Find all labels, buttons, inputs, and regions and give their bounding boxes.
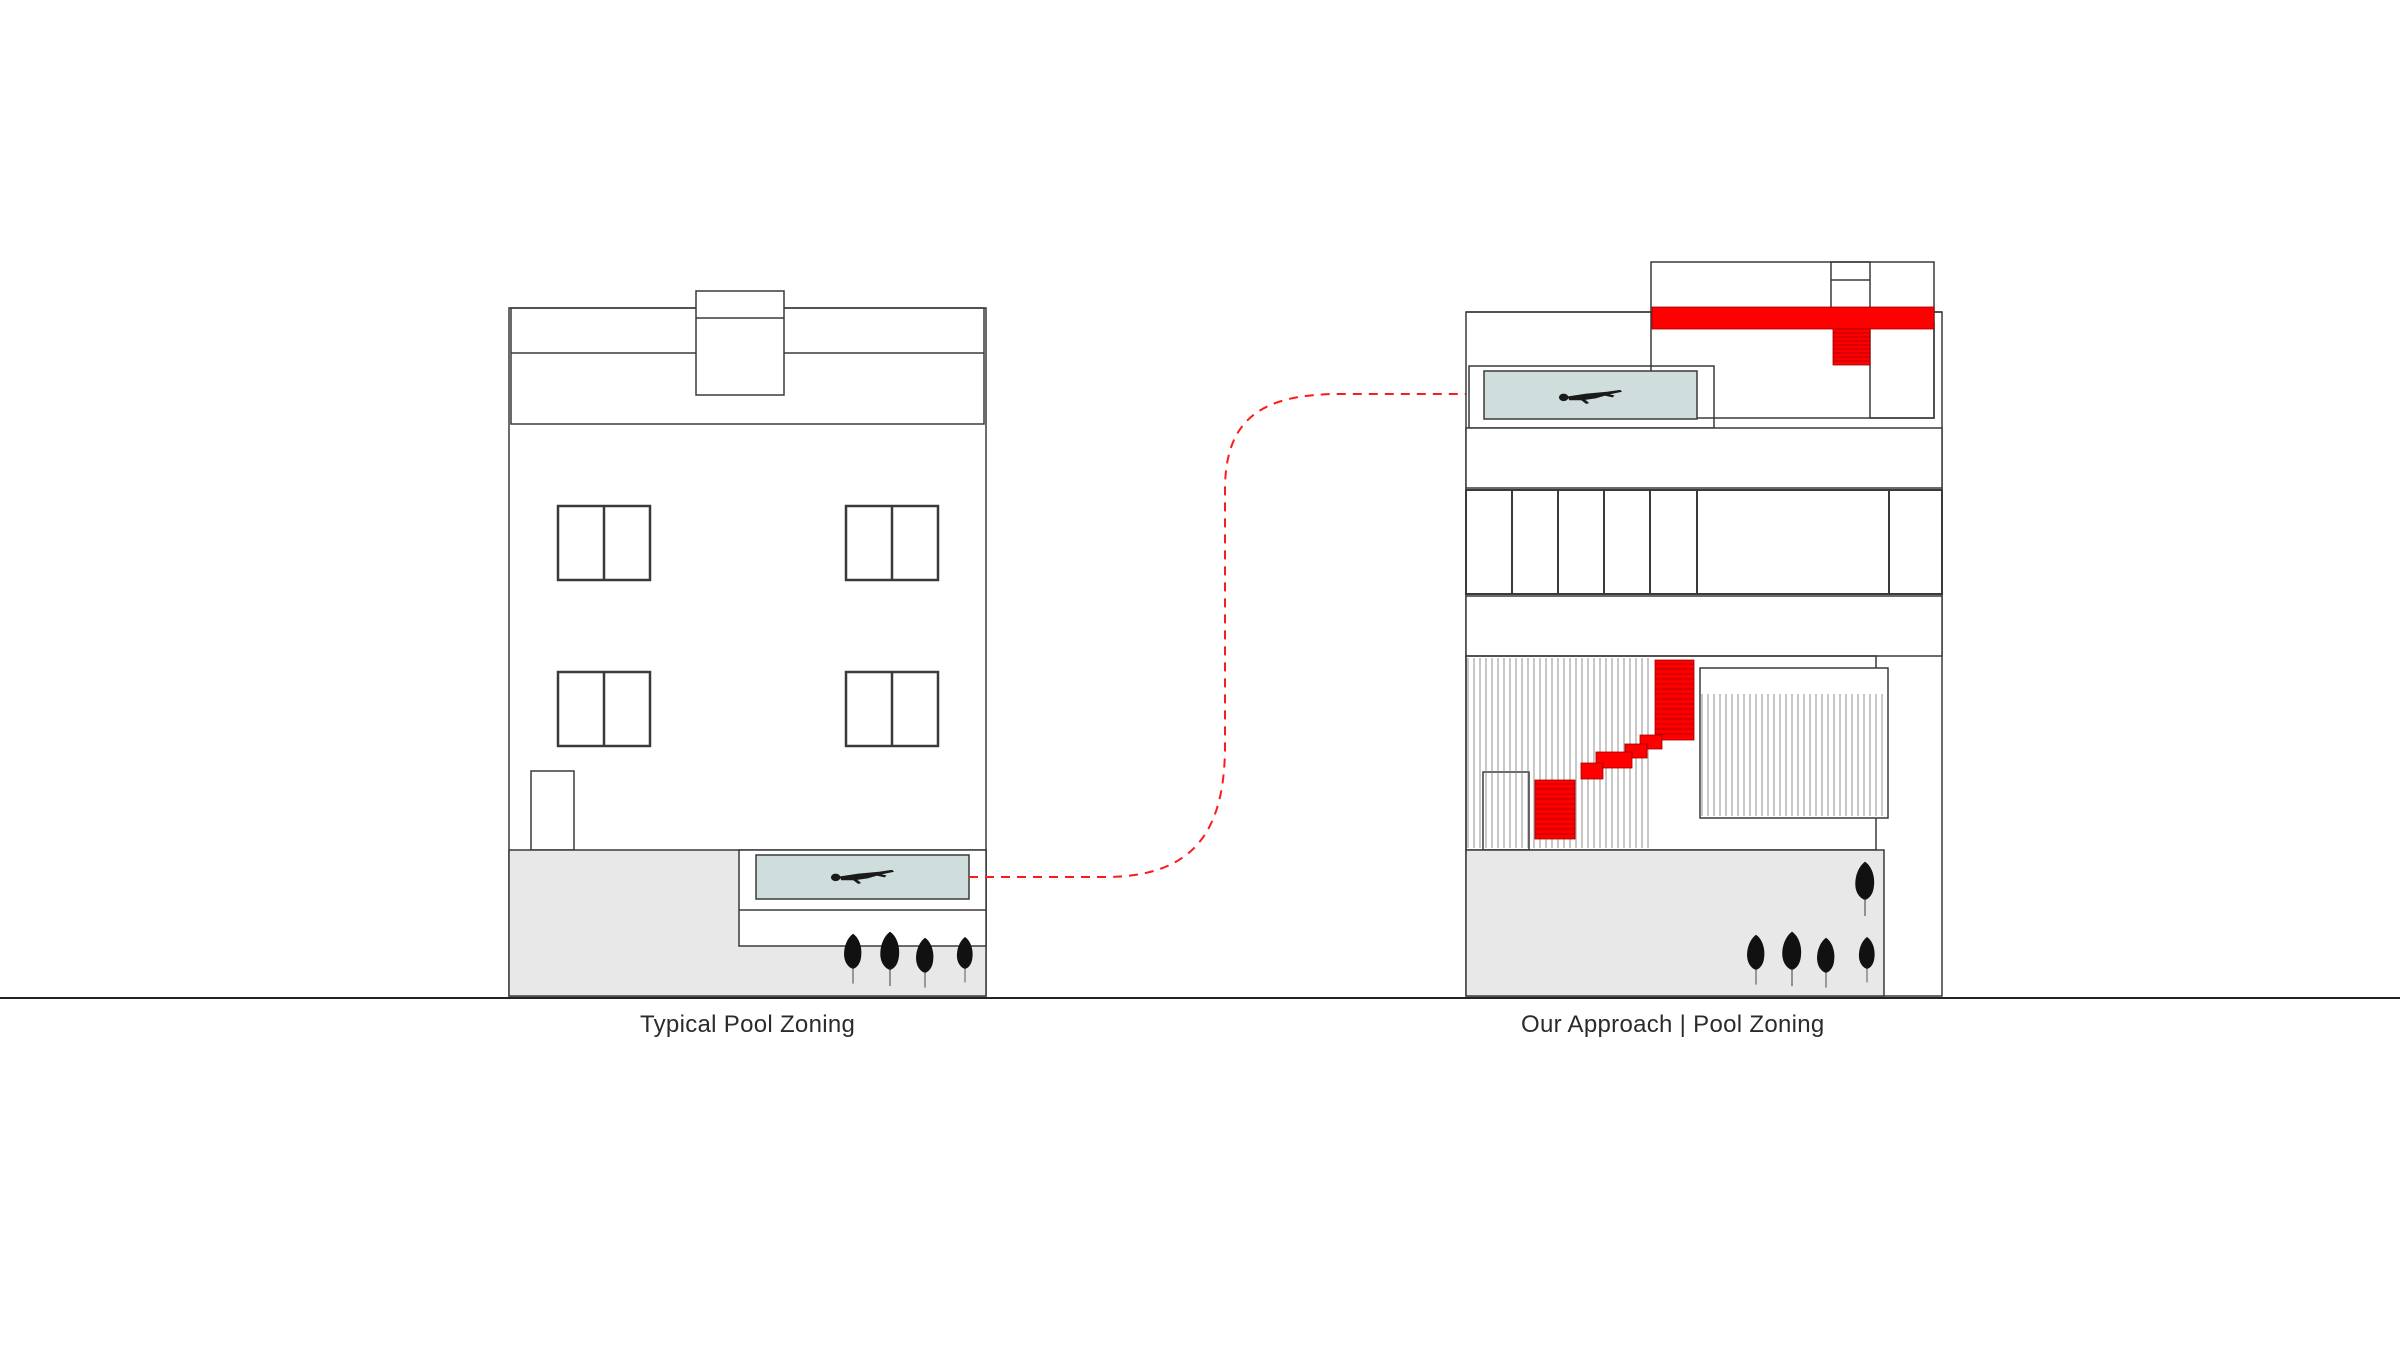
approach-ground-zone <box>1465 849 1885 997</box>
approach-red-elements <box>1534 306 1935 840</box>
typical-window <box>844 670 940 748</box>
approach-roof-red-stair <box>1832 328 1871 366</box>
typical-window <box>556 504 652 582</box>
typical-window <box>556 670 652 748</box>
approach-slab <box>1465 427 1943 489</box>
approach-rooftop-block <box>1650 261 1935 419</box>
typical-pool-zoning-caption: Typical Pool Zoning <box>640 1011 856 1038</box>
pool-relocation-connector <box>969 393 1485 878</box>
approach-slab <box>1465 595 1943 657</box>
approach-glazing-band <box>1465 489 1943 595</box>
approach-pool-zoning-caption: Our Approach | Pool Zoning <box>1521 1011 1825 1038</box>
approach-lower-box <box>1699 667 1889 819</box>
typical-building <box>508 290 987 997</box>
typical-window <box>844 504 940 582</box>
approach-roof-red-beam <box>1651 306 1935 330</box>
approach-right-cladding <box>1701 694 1883 816</box>
approach-building <box>1465 261 1943 997</box>
typical-roof-stair-core <box>695 290 785 396</box>
